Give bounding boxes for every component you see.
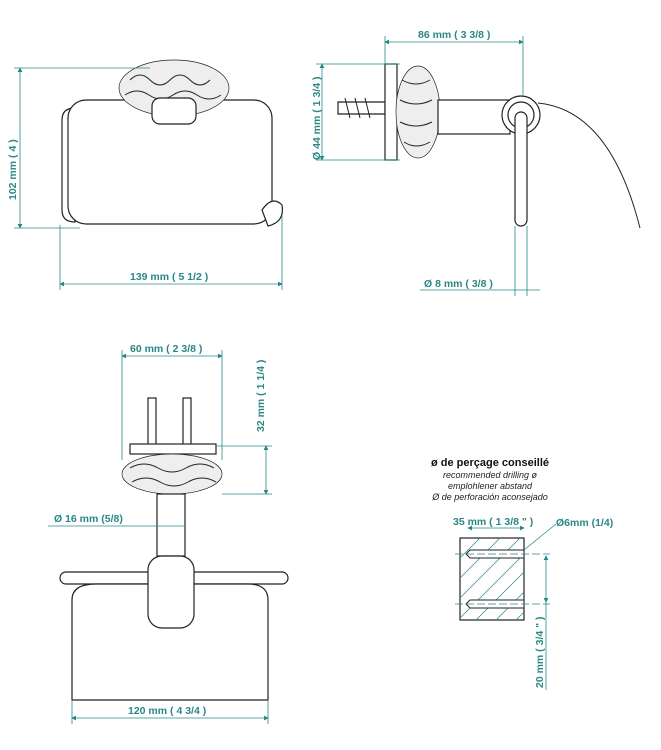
drilling-en: recommended drilling ø	[443, 470, 538, 480]
drilling-de: emplohlener abstand	[448, 481, 533, 491]
side-rosette-dim: Ø 44 mm ( 1 3/4 )	[311, 77, 323, 160]
rosette-pattern	[124, 74, 222, 100]
bar-tip	[261, 200, 284, 227]
anchor-left	[147, 397, 157, 447]
drilling-es: Ø de perforación aconsejado	[431, 492, 548, 502]
front-width-dim: 139 mm ( 5 1/2 )	[130, 271, 208, 283]
drilling-title: ø de perçage conseillé	[431, 457, 549, 469]
side-view: 86 mm ( 3 3/8 ) Ø 44 mm ( 1 3/4 ) Ø 8 mm…	[311, 29, 641, 296]
drilling-depth-dim: 20 mm ( 3/4 " )	[534, 616, 546, 688]
drilling-spacing-dim: 35 mm ( 1 3/8 " )	[453, 516, 533, 528]
arm	[437, 99, 511, 135]
front-view: 102 mm ( 4 ) 139 mm ( 5 1/2 )	[7, 59, 284, 290]
top-plate-dim: 60 mm ( 2 3/8 )	[130, 343, 202, 355]
top-rosette	[121, 453, 223, 495]
anchor-right	[182, 397, 192, 447]
side-bar-dim: Ø 8 mm ( 3/8 )	[424, 278, 493, 290]
top-view: 60 mm ( 2 3/8 ) 32 mm ( 1 1/4 ) Ø 16 mm …	[48, 343, 289, 724]
drilling-hole-dim: Ø6mm (1/4)	[556, 517, 613, 529]
top-plate	[129, 443, 217, 455]
roll-bar	[514, 111, 528, 227]
side-depth-dim: 86 mm ( 3 3/8 )	[418, 29, 490, 41]
top-stem-dim: Ø 16 mm (5/8)	[54, 513, 123, 525]
top-width-dim: 120 mm ( 4 3/4 )	[128, 705, 206, 717]
cover-edge	[537, 102, 641, 229]
drilling-detail: ø de perçage conseillé recommended drill…	[431, 457, 613, 690]
stem	[156, 493, 186, 557]
bracket	[151, 97, 197, 125]
front-height-dim: 102 mm ( 4 )	[7, 139, 19, 200]
top-depth-dim: 32 mm ( 1 1/4 )	[255, 360, 267, 432]
top-cover	[71, 583, 269, 701]
wall-plate	[384, 63, 398, 161]
top-cylinder	[147, 555, 195, 629]
wall-anchor	[337, 101, 386, 115]
